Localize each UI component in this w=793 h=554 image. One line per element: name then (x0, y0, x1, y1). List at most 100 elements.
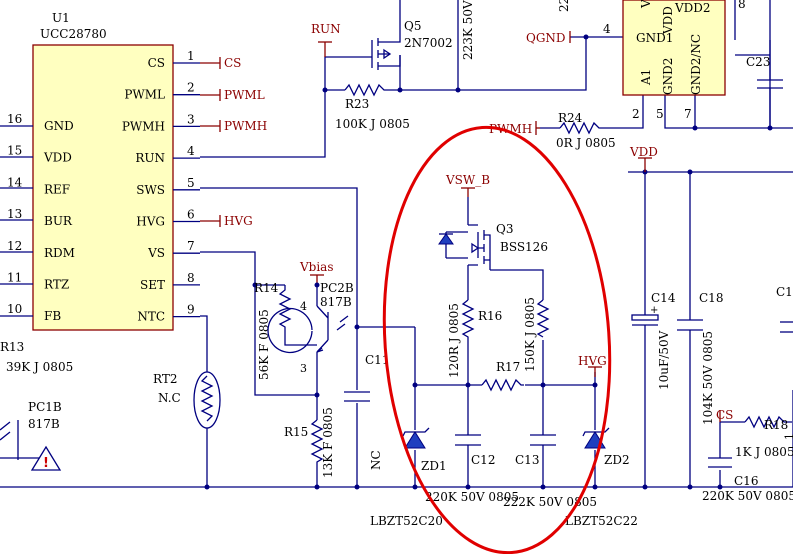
ic-pin-name: RDM (44, 246, 75, 260)
resistor-r16: R16 120R J 0805 (447, 299, 502, 378)
resistor-r18: R18 1K J 0805 (735, 415, 793, 459)
svg-text:Q3: Q3 (496, 222, 513, 236)
svg-text:104K 50V 0805: 104K 50V 0805 (701, 331, 715, 425)
svg-text:PWMH: PWMH (489, 122, 532, 136)
label-top-cut: 22 (557, 0, 571, 12)
svg-text:R13: R13 (0, 340, 24, 354)
svg-text:ZD2: ZD2 (604, 453, 630, 467)
net-cs: CS (716, 408, 733, 422)
warning-icon: ! (30, 445, 62, 471)
zener-zd1: ZD1 LBZT52C20 (370, 427, 447, 528)
svg-text:CS: CS (716, 408, 733, 422)
ic-pin-name: NTC (137, 310, 165, 324)
net-run: RUN (311, 22, 341, 57)
svg-text:4: 4 (300, 300, 307, 313)
svg-text:3: 3 (300, 362, 307, 375)
svg-text:QGND: QGND (526, 31, 566, 45)
svg-text:7: 7 (684, 107, 692, 121)
ic-pin-name: FB (44, 309, 61, 323)
ic-pin-num: 11 (7, 271, 22, 285)
svg-text:PC1B: PC1B (28, 400, 62, 414)
resistor-r24: R24 0R J 0805 (556, 111, 616, 150)
ic-pin-name: RTZ (44, 278, 69, 292)
ic-pin-name: HVG (136, 215, 165, 229)
svg-text:4: 4 (603, 22, 611, 36)
svg-text:1K J 0805: 1K J 0805 (735, 445, 793, 459)
svg-text:NC: NC (369, 450, 383, 470)
capacitor-c18: C18 104K 50V 0805 (677, 291, 723, 425)
svg-text:VDD: VDD (661, 6, 675, 35)
resistor-r23: R23 100K J 0805 (335, 83, 410, 131)
svg-text:LBZT52C20: LBZT52C20 (370, 514, 443, 528)
ic-pin-name: BUR (44, 214, 73, 228)
port-pwmh: PWMH (224, 119, 267, 133)
svg-text:C14: C14 (651, 291, 676, 305)
port-cs: CS (224, 56, 241, 70)
svg-text:220K 50V 0805: 220K 50V 0805 (702, 489, 793, 503)
ic-pin-num: 7 (187, 239, 195, 253)
ic-pin-name: PWMH (122, 119, 165, 133)
svg-text:39K J 0805: 39K J 0805 (6, 360, 73, 374)
svg-text:10uF/50V: 10uF/50V (657, 330, 671, 390)
svg-text:V: V (639, 0, 653, 9)
capacitor-c11: C11 NC (344, 353, 389, 470)
svg-text:VDD2: VDD2 (674, 1, 711, 15)
svg-text:C18: C18 (699, 291, 723, 305)
svg-text:13K F 0805: 13K F 0805 (321, 407, 335, 478)
ic-body (32, 44, 174, 331)
svg-text:!: ! (43, 456, 49, 471)
ic-pin-name: SWS (136, 183, 165, 197)
svg-text:VSW_B: VSW_B (445, 173, 490, 187)
svg-text:+: + (650, 305, 658, 316)
svg-text:A1: A1 (639, 69, 653, 86)
ic-pin-num: 2 (187, 81, 195, 95)
ic-pin-num: 1 (187, 49, 195, 63)
svg-text:817B: 817B (320, 295, 352, 309)
ic-pin-num: 15 (7, 144, 22, 158)
svg-text:R23: R23 (345, 97, 369, 111)
svg-text:N.C: N.C (158, 391, 181, 405)
label-223k: 223K 50V (461, 0, 475, 60)
svg-text:R18: R18 (764, 418, 788, 432)
ic-pin-num: 13 (7, 207, 22, 221)
net-hvg: HVG (578, 354, 607, 377)
svg-text:222K 50V 0805: 222K 50V 0805 (503, 495, 597, 509)
net-vdd: VDD (629, 145, 658, 172)
capacitor-c14: + C14 10uF/50V (631, 291, 676, 390)
port-hvg: HVG (224, 214, 253, 228)
svg-text:0R J 0805: 0R J 0805 (556, 136, 616, 150)
junctions (204, 34, 773, 490)
ic-pin-num: 16 (7, 112, 22, 126)
ic-pin-name: RUN (135, 151, 165, 165)
resistor-r17: R17 150K J 0805 (481, 297, 537, 392)
svg-text:RT2: RT2 (153, 372, 177, 386)
ic-pin-num: 6 (187, 208, 195, 222)
svg-text:100K J 0805: 100K J 0805 (335, 117, 410, 131)
svg-text:150K J 0805: 150K J 0805 (523, 297, 537, 372)
svg-text:56K F 0805: 56K F 0805 (257, 309, 271, 380)
svg-text:5: 5 (656, 107, 664, 121)
ic-pin-name: SET (140, 278, 165, 292)
svg-text:GND2: GND2 (661, 58, 675, 95)
label-right-cut: 1 (783, 433, 793, 440)
svg-text:GND1: GND1 (636, 31, 673, 45)
svg-text:LBZT52C22: LBZT52C22 (565, 514, 638, 528)
svg-text:GND2/NC: GND2/NC (689, 34, 703, 95)
svg-text:R17: R17 (496, 360, 520, 374)
svg-text:R14: R14 (254, 281, 279, 295)
resistor-r13: R13 39K J 0805 (0, 340, 73, 374)
ic-pin-name: VDD (43, 151, 72, 165)
svg-text:817B: 817B (28, 417, 60, 431)
ic-part: UCC28780 (40, 27, 107, 41)
svg-text:VDD: VDD (629, 145, 658, 159)
ic-pin-num: 8 (187, 271, 195, 285)
optocoupler-pc1b: PC1B 817B (0, 400, 62, 460)
svg-text:RUN: RUN (311, 22, 341, 36)
transistor-q3: Q3 BSS126 (438, 222, 548, 270)
capacitor-c23: C23 (746, 55, 783, 89)
capacitor-c16: C16 220K 50V 0805 (702, 457, 793, 503)
port-pwml: PWML (224, 88, 265, 102)
